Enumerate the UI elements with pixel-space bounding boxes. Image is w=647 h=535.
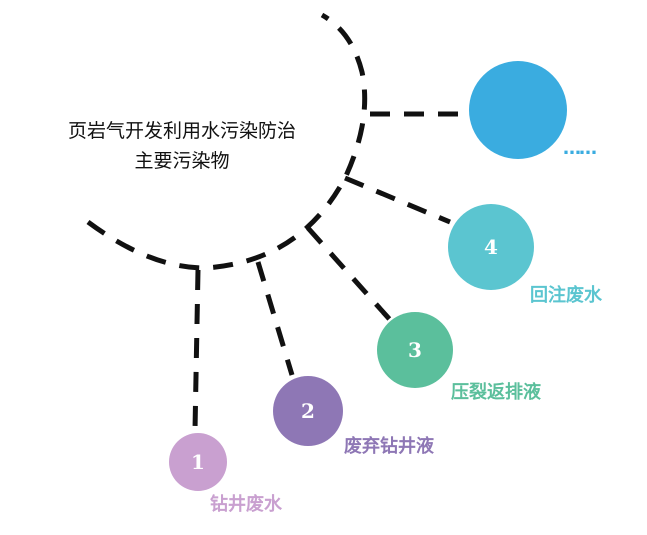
connector-node-3 <box>306 226 394 324</box>
connector-node-4 <box>344 175 451 225</box>
connector-node-2 <box>255 261 295 376</box>
node-4-number: 4 <box>484 235 498 259</box>
node-2-number: 2 <box>301 399 315 423</box>
node-4-label: 回注废水 <box>530 285 602 306</box>
node-2-label: 废弃钻井液 <box>344 436 434 457</box>
main-arc-connector <box>86 12 368 271</box>
diagram-title: 页岩气开发利用水污染防治 主要污染物 <box>22 116 342 176</box>
node-1: 1 <box>169 433 227 491</box>
title-line-2: 主要污染物 <box>134 150 230 172</box>
node-4-circle <box>448 204 534 290</box>
node-3: 3 <box>377 312 453 388</box>
node-2-circle <box>273 376 343 446</box>
node-1-circle <box>169 433 227 491</box>
node-5 <box>469 61 567 159</box>
node-3-number: 3 <box>408 338 422 362</box>
node-5-ellipsis: …… <box>563 138 597 159</box>
node-3-label: 压裂返排液 <box>451 382 541 403</box>
node-2: 2 <box>273 376 343 446</box>
node-1-label: 钻井废水 <box>210 494 282 515</box>
node-5-circle <box>469 61 567 159</box>
title-line-1: 页岩气开发利用水污染防治 <box>67 120 296 142</box>
connector-node-1 <box>192 269 201 431</box>
node-3-circle <box>377 312 453 388</box>
node-1-number: 1 <box>191 450 205 474</box>
node-4: 4 <box>448 204 534 290</box>
